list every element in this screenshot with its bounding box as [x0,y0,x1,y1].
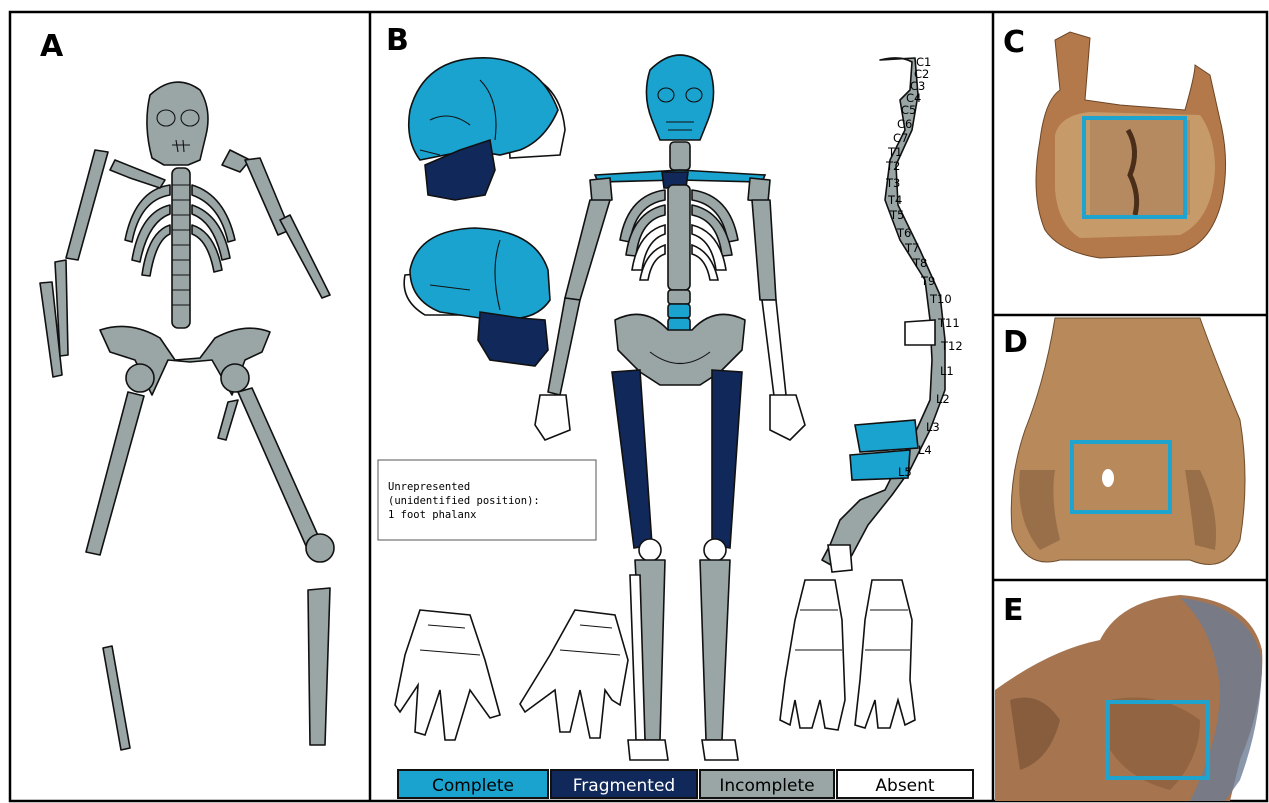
note-line-1: Unrepresented [388,481,470,493]
vertebra-label-l2: L2 [936,392,950,406]
panel-label-c: C [1003,25,1025,60]
vertebra-label-l3: L3 [926,420,940,434]
skull-lateral-upper [409,58,565,200]
vertebra-label-c6: C6 [897,117,912,131]
foot-left [780,580,845,730]
panel-label-e: E [1003,593,1024,628]
legend-label-incomplete: Incomplete [719,776,814,796]
vertebra-label-l4: L4 [918,443,932,457]
vertebra-label-t1: T1 [887,145,902,159]
vertebra-label-t8: T8 [912,256,927,270]
vertebra-label-t11: T11 [937,316,960,330]
legend: Complete Fragmented Incomplete Absent [398,770,973,798]
panel-c-photo-vertebra [1036,32,1226,258]
vertebra-label-c7: C7 [893,131,908,145]
vertebra-label-t9: T9 [920,274,935,288]
vertebra-label-t6: T6 [896,226,911,240]
legend-label-complete: Complete [432,776,514,796]
vertebra-label-t7: T7 [904,241,919,255]
skull-lateral-lower [404,228,550,366]
panel-label-b: B [386,23,409,58]
panel-b-inventory: C1C2C3C4C5C6C7T1T2T3T4T5T6T7T8T9T10T11T1… [378,55,973,798]
vertebra-label-t3: T3 [885,176,900,190]
panel-a-burial-drawing [40,82,334,750]
hand-left-dorsal [395,610,500,740]
vertebra-label-c5: C5 [901,103,916,117]
legend-label-fragmented: Fragmented [573,776,675,796]
vertebral-column [822,58,945,572]
panel-label-d: D [1003,325,1028,360]
vertebra-label-t4: T4 [887,193,902,207]
vertebra-label-t10: T10 [929,292,952,306]
panel-e-photo-bone [995,595,1262,801]
legend-label-absent: Absent [875,776,935,796]
note-line-3: 1 foot phalanx [388,509,477,521]
hand-right-dorsal [520,610,628,738]
note-line-2: (unidentified position): [388,495,540,507]
vertebra-label-t5: T5 [889,208,904,222]
vertebra-label-l1: L1 [940,364,954,378]
vertebra-label-l5: L5 [898,465,912,479]
foot-right [855,580,915,728]
panel-d-photo-bone [1011,318,1245,565]
vertebra-label-t2: T2 [885,159,900,173]
panel-label-a: A [40,29,64,64]
vertebra-label-t12: T12 [940,339,963,353]
